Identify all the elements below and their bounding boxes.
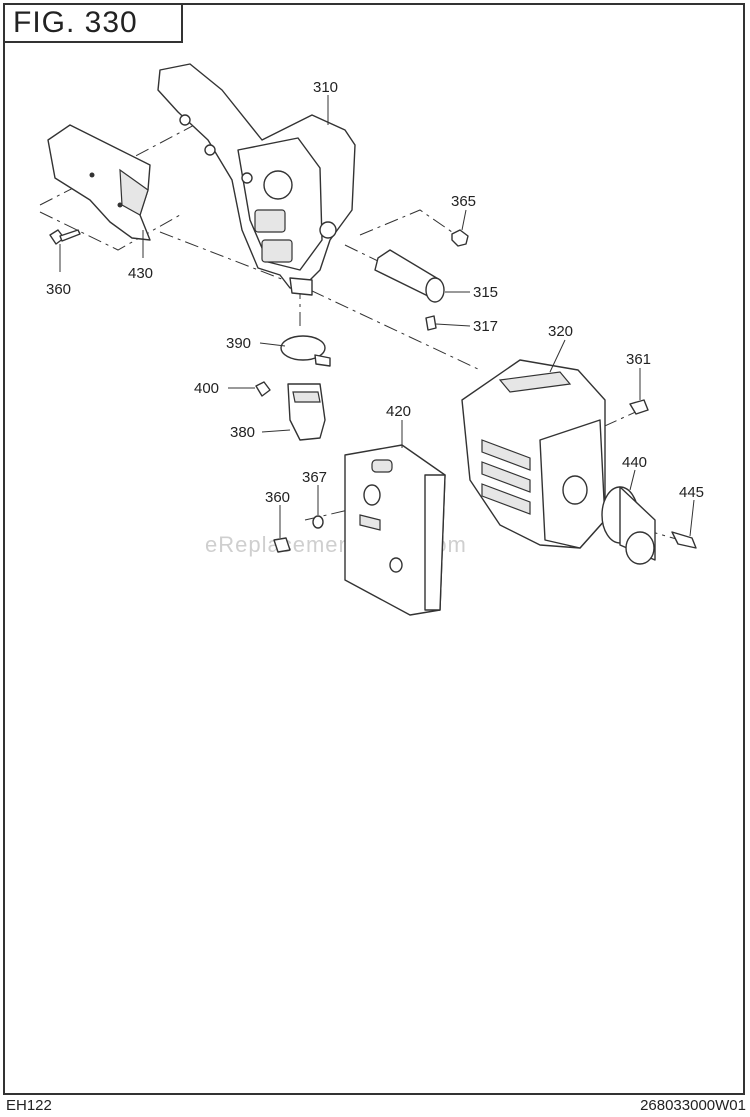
callout-360b: 360 bbox=[265, 489, 290, 506]
screw-445[interactable] bbox=[671, 531, 697, 549]
clamp-390[interactable] bbox=[280, 335, 331, 367]
callout-367: 367 bbox=[302, 469, 327, 486]
callout-365: 365 bbox=[451, 193, 476, 210]
callout-315: 315 bbox=[473, 284, 498, 301]
bolt-360-lower[interactable] bbox=[273, 537, 291, 553]
callout-420: 420 bbox=[386, 403, 411, 420]
drawing-frame bbox=[3, 3, 745, 1095]
callout-360a: 360 bbox=[46, 281, 71, 298]
exhaust-pipe-315[interactable] bbox=[374, 249, 445, 303]
callout-310: 310 bbox=[313, 79, 338, 96]
washer-367[interactable] bbox=[312, 515, 324, 529]
callout-440: 440 bbox=[622, 454, 647, 471]
spark-arrester-440[interactable] bbox=[601, 486, 656, 565]
callout-320: 320 bbox=[548, 323, 573, 340]
callout-317: 317 bbox=[473, 318, 498, 335]
heat-shield-bracket-430[interactable] bbox=[47, 124, 151, 241]
callout-445: 445 bbox=[679, 484, 704, 501]
callout-400: 400 bbox=[194, 380, 219, 397]
bolt-365[interactable] bbox=[451, 229, 469, 247]
muffler-body-310[interactable] bbox=[157, 63, 356, 296]
callout-380: 380 bbox=[230, 424, 255, 441]
figure-title: FIG. 330 bbox=[3, 3, 183, 43]
guard-380[interactable] bbox=[287, 383, 326, 441]
model-number: EH122 bbox=[6, 1097, 52, 1114]
heat-shield-420[interactable] bbox=[344, 444, 446, 616]
screw-317[interactable] bbox=[425, 315, 437, 331]
drawing-part-number: 268033000W01 bbox=[640, 1097, 746, 1114]
callout-430: 430 bbox=[128, 265, 153, 282]
leader-lines bbox=[59, 95, 695, 538]
bolt-400[interactable] bbox=[255, 381, 271, 397]
bolt-360-upper[interactable] bbox=[49, 229, 81, 245]
muffler-cover-320[interactable] bbox=[461, 359, 606, 549]
callout-390: 390 bbox=[226, 335, 251, 352]
bolt-361[interactable] bbox=[629, 399, 649, 415]
callout-361: 361 bbox=[626, 351, 651, 368]
